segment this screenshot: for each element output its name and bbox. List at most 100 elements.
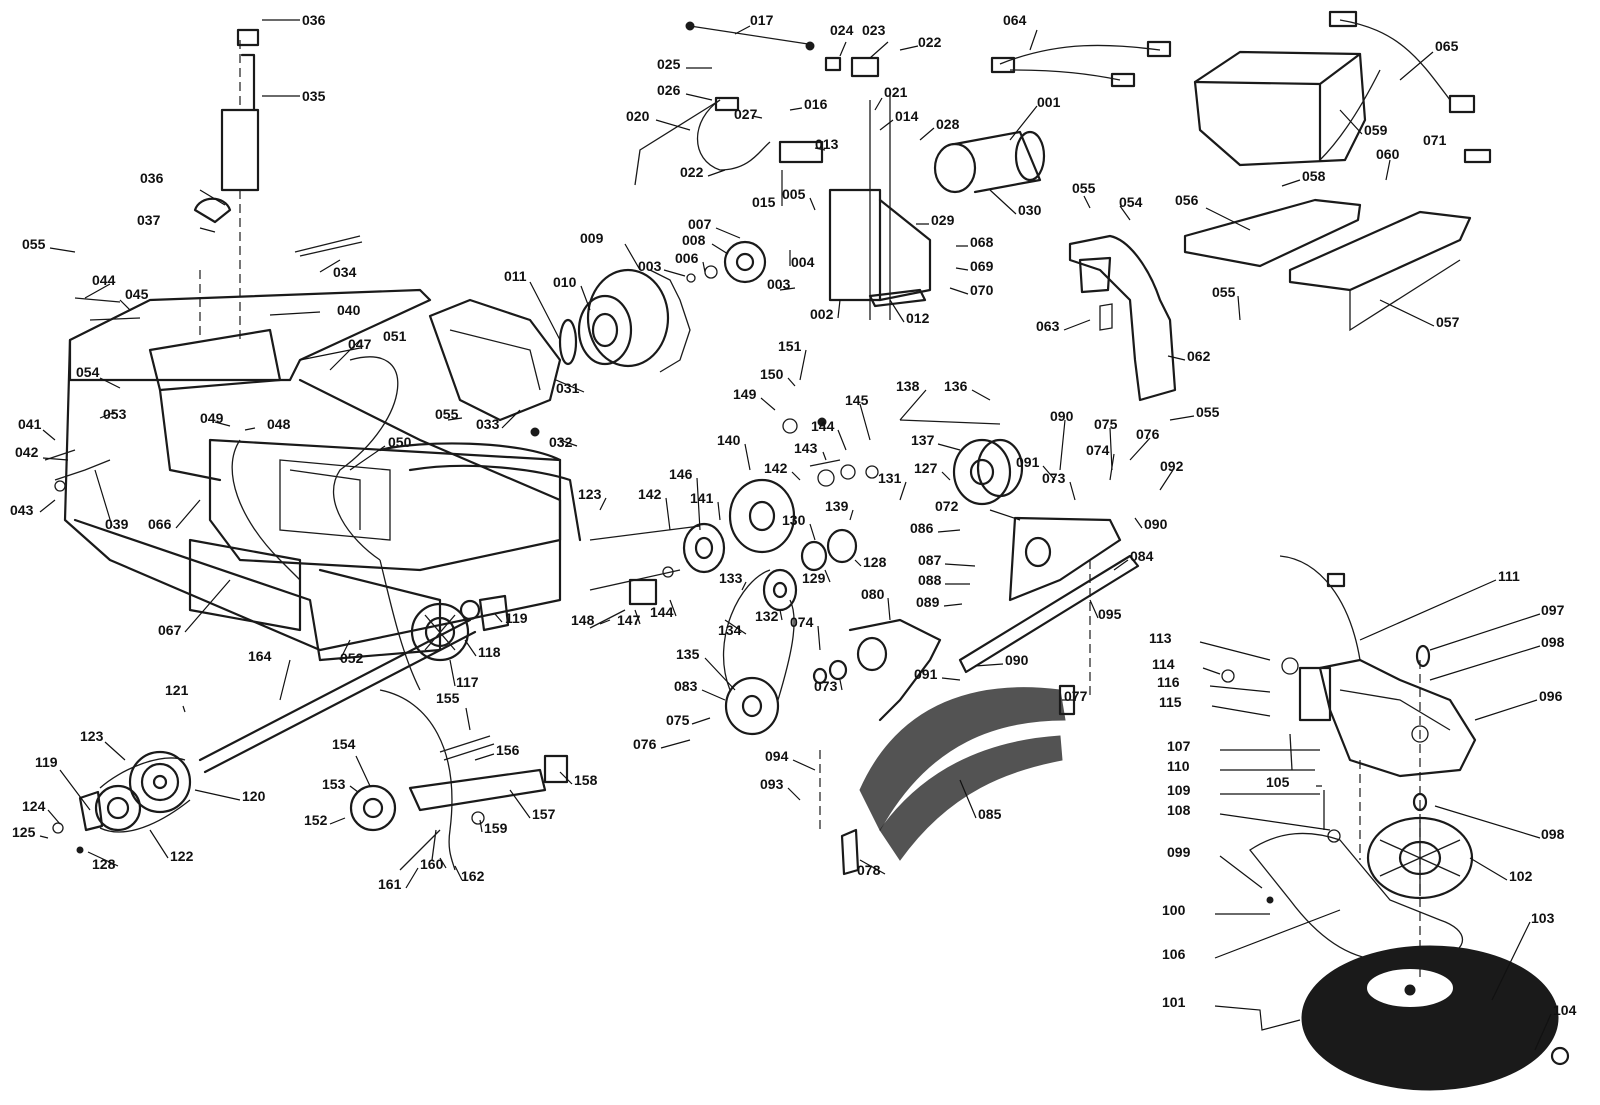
- part-label-109: 109: [1167, 782, 1191, 798]
- part-label-100: 100: [1162, 902, 1186, 918]
- part-label-114: 114: [1152, 656, 1175, 672]
- part-label-084: 084: [1130, 548, 1154, 564]
- part-label-094: 094: [765, 748, 789, 764]
- part-label-144: 144: [650, 604, 674, 620]
- part-label-029: 029: [931, 212, 955, 228]
- part-label-011: 011: [504, 268, 527, 284]
- part-label-017: 017: [750, 12, 774, 28]
- part-label-083: 083: [674, 678, 698, 694]
- part-label-077: 077: [1064, 688, 1088, 704]
- part-label-099: 099: [1167, 844, 1191, 860]
- part-label-016: 016: [804, 96, 828, 112]
- rear-axle-assembly: [52, 594, 510, 854]
- part-label-135: 135: [676, 646, 700, 662]
- part-label-121: 121: [165, 682, 189, 698]
- part-label-076: 076: [1136, 426, 1160, 442]
- part-label-043: 043: [10, 502, 34, 518]
- part-label-002: 002: [810, 306, 834, 322]
- part-label-012: 012: [906, 310, 930, 326]
- part-label-074: 074: [790, 614, 814, 630]
- part-label-072: 072: [935, 498, 959, 514]
- part-label-014: 014: [895, 108, 919, 124]
- part-label-127: 127: [914, 460, 938, 476]
- part-label-147: 147: [617, 612, 641, 628]
- side-cover: [1068, 234, 1177, 402]
- part-label-160: 160: [420, 856, 444, 872]
- part-label-054: 054: [76, 364, 100, 380]
- part-label-055: 055: [1196, 404, 1220, 420]
- part-label-123: 123: [80, 728, 104, 744]
- part-label-098: 098: [1541, 634, 1565, 650]
- part-label-107: 107: [1167, 738, 1191, 754]
- part-label-053: 053: [103, 406, 127, 422]
- part-label-022: 022: [680, 164, 704, 180]
- part-label-090: 090: [1144, 516, 1168, 532]
- part-label-101: 101: [1162, 994, 1186, 1010]
- part-label-044: 044: [92, 272, 116, 288]
- part-label-066: 066: [148, 516, 172, 532]
- part-label-020: 020: [626, 108, 650, 124]
- part-label-004: 004: [791, 254, 815, 270]
- brush-deck-assembly: [1221, 555, 1570, 1091]
- part-label-131: 131: [878, 470, 902, 486]
- part-label-086: 086: [910, 520, 934, 536]
- part-label-085: 085: [978, 806, 1002, 822]
- part-label-060: 060: [1376, 146, 1400, 162]
- part-label-148: 148: [571, 612, 595, 628]
- part-label-067: 067: [158, 622, 182, 638]
- motor-assembly: [634, 21, 1046, 320]
- part-label-010: 010: [553, 274, 577, 290]
- part-label-136: 136: [944, 378, 968, 394]
- part-label-045: 045: [125, 286, 149, 302]
- part-label-142: 142: [764, 460, 788, 476]
- part-label-103: 103: [1531, 910, 1555, 926]
- part-label-013: 013: [815, 136, 839, 152]
- part-label-132: 132: [755, 608, 779, 624]
- part-label-055: 055: [1072, 180, 1096, 196]
- part-label-090: 090: [1005, 652, 1029, 668]
- part-label-118: 118: [478, 644, 501, 660]
- part-label-125: 125: [12, 824, 36, 840]
- part-label-150: 150: [760, 366, 784, 382]
- part-label-049: 049: [200, 410, 224, 426]
- part-label-110: 110: [1167, 758, 1190, 774]
- part-label-093: 093: [760, 776, 784, 792]
- part-label-158: 158: [574, 772, 598, 788]
- part-label-075: 075: [666, 712, 690, 728]
- part-label-001: 001: [1037, 94, 1061, 110]
- part-label-087: 087: [918, 552, 942, 568]
- part-label-095: 095: [1098, 606, 1122, 622]
- part-label-048: 048: [267, 416, 291, 432]
- part-label-036: 036: [140, 170, 164, 186]
- part-label-115: 115: [1159, 694, 1182, 710]
- part-label-064: 064: [1003, 12, 1027, 28]
- part-label-164: 164: [248, 648, 272, 664]
- part-label-089: 089: [916, 594, 940, 610]
- part-label-162: 162: [461, 868, 485, 884]
- brush-assembly: [812, 516, 1140, 876]
- part-label-006: 006: [675, 250, 699, 266]
- part-label-111: 111: [1498, 568, 1520, 584]
- part-label-156: 156: [496, 742, 520, 758]
- part-label-119: 119: [35, 754, 58, 770]
- part-label-047: 047: [348, 336, 372, 352]
- part-label-056: 056: [1175, 192, 1199, 208]
- part-label-080: 080: [861, 586, 885, 602]
- part-label-055: 055: [435, 406, 459, 422]
- part-label-113: 113: [1149, 630, 1172, 646]
- battery-assembly: [990, 10, 1492, 332]
- part-label-065: 065: [1435, 38, 1459, 54]
- part-label-032: 032: [549, 434, 573, 450]
- part-label-051: 051: [383, 328, 407, 344]
- part-label-104: 104: [1553, 1002, 1577, 1018]
- part-label-151: 151: [778, 338, 802, 354]
- part-label-078: 078: [857, 862, 881, 878]
- part-label-042: 042: [15, 444, 39, 460]
- part-label-161: 161: [378, 876, 402, 892]
- part-label-074: 074: [1086, 442, 1110, 458]
- part-label-149: 149: [733, 386, 757, 402]
- part-label-102: 102: [1509, 868, 1533, 884]
- part-label-022: 022: [918, 34, 942, 50]
- part-label-040: 040: [337, 302, 361, 318]
- part-label-134: 134: [718, 622, 742, 638]
